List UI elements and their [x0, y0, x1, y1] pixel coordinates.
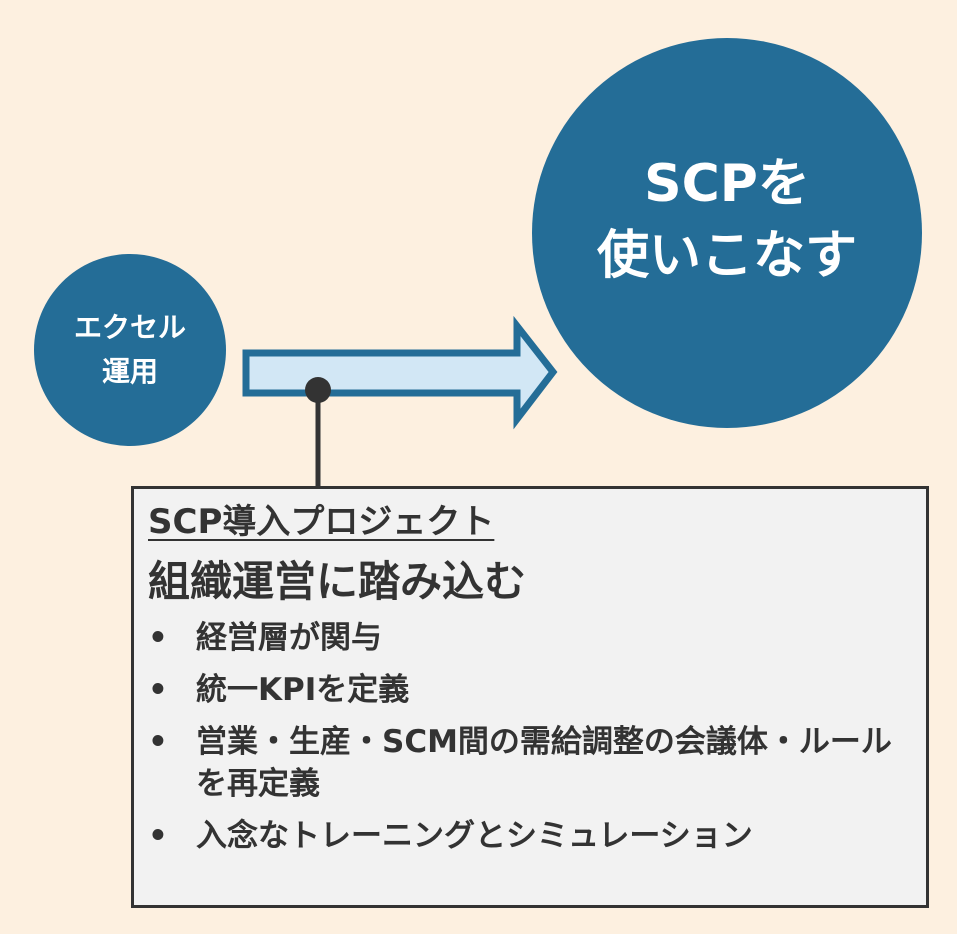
list-item: • 統一KPIを定義: [148, 669, 926, 711]
bullet-icon: •: [148, 818, 168, 854]
callout-subtitle: SCP導入プロジェクト: [148, 502, 495, 542]
list-item-text: 経営層が関与: [196, 620, 382, 656]
list-item: • 入念なトレーニングとシミュレーション: [148, 815, 926, 857]
bullet-icon: •: [148, 724, 168, 760]
callout-title: 組織運営に踏み込む: [148, 557, 527, 606]
callout-box: SCP導入プロジェクト 組織運営に踏み込む • 経営層が関与 • 統一KPIを定義 …: [131, 486, 929, 908]
start-node-line2: 運用: [101, 355, 158, 388]
start-node-line1: エクセル: [73, 311, 186, 344]
bullet-icon: •: [148, 672, 168, 708]
list-item: • 経営層が関与: [148, 617, 926, 659]
end-node-master-scp: SCPを 使いこなす: [532, 38, 922, 428]
callout-anchor-dot: [305, 377, 331, 403]
list-item: • 営業・生産・SCM間の需給調整の会議体・ルールを再定義: [148, 721, 926, 805]
list-item-text: 営業・生産・SCM間の需給調整の会議体・ルールを再定義: [196, 724, 892, 802]
callout-list: • 経営層が関与 • 統一KPIを定義 • 営業・生産・SCM間の需給調整の会議体・ル…: [148, 617, 926, 857]
progress-arrow: [242, 315, 558, 430]
start-node-excel-operation: エクセル 運用: [34, 254, 226, 446]
end-node-line1: SCPを: [644, 154, 810, 214]
list-item-text: 入念なトレーニングとシミュレーション: [196, 818, 753, 854]
bullet-icon: •: [148, 620, 168, 656]
list-item-text: 統一KPIを定義: [196, 672, 410, 708]
end-node-line2: 使いこなす: [596, 226, 857, 286]
